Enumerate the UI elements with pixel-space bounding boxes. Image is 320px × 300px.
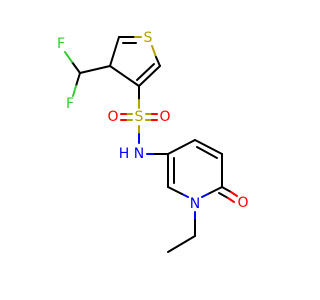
bond-cf2-f-upper-c [71,61,81,74]
bond-c2p-o-c2 [218,192,229,199]
molecule-structure: S F F S O O N H N O [57,30,249,253]
bond-c2p-n1p-c [207,186,223,195]
bond-c2p-o-o2 [227,197,235,203]
thiophene-ring [109,36,161,87]
bond-s1-c2 [155,56,161,67]
pyridinone-ring [146,139,238,203]
atom-label-sulfonyl-oxygen-right: O [159,109,170,125]
atom-label-sulfonyl-sulfur: S [135,109,144,125]
bond-cf2-f-lower-f [72,85,77,97]
bond-c4p-c3p [194,139,223,155]
atom-label-fluorine-lower: F [66,96,74,112]
difluoromethyl-group [64,51,111,97]
atom-label-fluorine-upper: F [57,36,65,52]
bond-c2p-o-c1 [221,186,232,193]
bond-cf2-f-upper-f [64,51,73,63]
bond-s1-c2-s [151,45,157,58]
atom-label-amide-hydrogen: H [119,146,130,162]
bond-ch2-ch3 [167,235,196,253]
bond-c3-c4 [109,65,140,87]
bond-c2-c3 [138,65,161,87]
atom-label-thiophene-sulfur: S [144,30,153,46]
bond-c4p-c3p-double [196,146,218,159]
bond-c4-c5 [109,36,120,67]
bond-n1p-c6p-c [167,186,183,195]
atom-label-ring-nitrogen: N [190,196,200,212]
ethyl-group [167,211,196,253]
bond-c5p-c4p [167,139,196,155]
atom-label-carbonyl-oxygen: O [237,195,248,211]
bond-c2p-n1p-n [201,193,209,198]
bond-cf2-f-lower-c [75,72,81,87]
bond-c2p-o-o1 [230,191,238,197]
atom-label-sulfonyl-oxygen-left: O [107,109,118,125]
sulfonamide-group [120,85,158,144]
bond-c2-c3-double [136,63,155,81]
atom-label-amide-nitrogen: N [134,146,144,162]
bond-c4-cf2 [79,65,111,74]
bond-n1p-c6p-n [181,193,189,198]
